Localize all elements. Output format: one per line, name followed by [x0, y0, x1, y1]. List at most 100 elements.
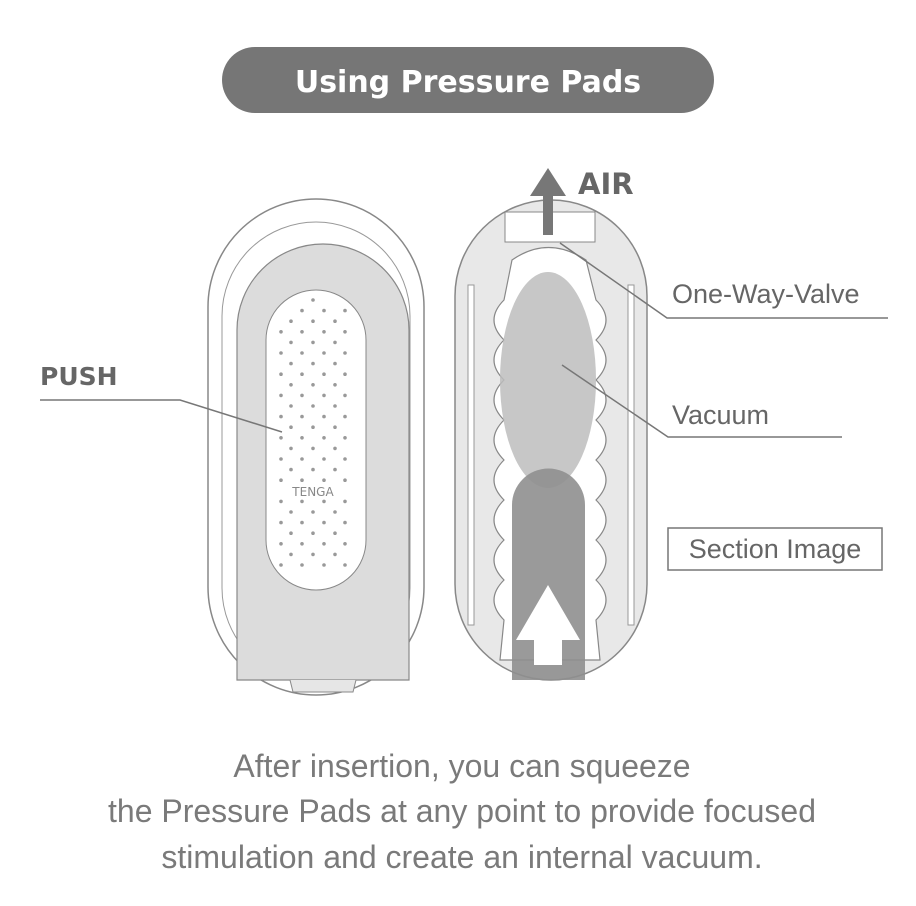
pad-dot [343, 393, 347, 398]
pad-dot [343, 478, 347, 483]
pad-dot [311, 319, 315, 324]
pad-dot [300, 436, 304, 440]
pad-dot [300, 520, 304, 525]
pad-dot [300, 542, 304, 546]
device-exterior: TENGA [207, 198, 425, 696]
pad-dot [300, 330, 304, 334]
pad-dot [322, 563, 326, 567]
pad-dot [289, 552, 293, 557]
pad-dot [279, 563, 283, 567]
pad-dot [343, 520, 347, 525]
valve-leader-line [559, 242, 888, 319]
pad-dot [279, 520, 283, 525]
pad-dot [322, 351, 326, 355]
pad-dot [279, 499, 283, 504]
pad-dot [289, 404, 293, 408]
pad-dot [333, 446, 337, 451]
pad-dot [333, 552, 337, 557]
push-label: PUSH [40, 362, 118, 391]
pad-dot [343, 457, 347, 461]
vacuum-label: Vacuum [672, 400, 769, 430]
pad-dot [343, 372, 347, 377]
caption-line-3: stimulation and create an internal vacuu… [161, 839, 762, 875]
pressure-pad-dots [279, 298, 347, 567]
pad-dot [279, 330, 283, 334]
pad-dot [333, 467, 337, 472]
pad-dot [322, 414, 326, 419]
pad-dot [333, 319, 337, 324]
pad-dot [300, 457, 304, 461]
pad-dot [311, 467, 315, 472]
pad-dot [333, 340, 337, 345]
pad-dot [322, 330, 326, 334]
vacuum-area [500, 272, 596, 488]
pad-dot [279, 478, 283, 483]
pad-dot [300, 499, 304, 504]
pad-dot [300, 478, 304, 483]
pad-dot [343, 414, 347, 419]
pad-dot [343, 351, 347, 355]
pad-dot [311, 510, 315, 514]
section-image-box [667, 527, 883, 571]
pad-dot [322, 542, 326, 546]
valve-label: One-Way-Valve [672, 279, 860, 309]
pad-dot [300, 351, 304, 355]
pad-dot [279, 457, 283, 461]
pad-dot [322, 499, 326, 504]
pad-dot [300, 308, 304, 313]
pad-dot [333, 531, 337, 535]
pad-dot [279, 372, 283, 377]
pad-dot [311, 446, 315, 451]
pad-dot [311, 531, 315, 535]
pad-dot [279, 393, 283, 398]
pad-dot [322, 436, 326, 440]
pad-dot [311, 340, 315, 345]
pad-dot [311, 552, 315, 557]
pad-dot [289, 319, 293, 324]
pad-dot [289, 340, 293, 345]
pad-dot [279, 414, 283, 419]
pad-dot [322, 457, 326, 461]
pad-dot [333, 510, 337, 514]
push-leader-line [40, 399, 283, 433]
pad-dot [289, 425, 293, 430]
pad-dot [300, 372, 304, 377]
pad-dot [289, 383, 293, 387]
pad-dot [333, 404, 337, 408]
caption-line-2: the Pressure Pads at any point to provid… [108, 793, 816, 829]
pad-dot [311, 425, 315, 430]
pad-dot [279, 542, 283, 546]
pad-dot [311, 404, 315, 408]
pad-dot [343, 542, 347, 546]
pad-dot [343, 563, 347, 567]
device-section [454, 199, 648, 681]
pad-dot [343, 436, 347, 440]
title: Using Pressure Pads [295, 65, 641, 100]
pad-dot [322, 308, 326, 313]
pad-dot [311, 298, 315, 302]
pad-dot [300, 393, 304, 398]
air-arrow-icon [530, 168, 566, 235]
pad-dot [333, 383, 337, 387]
pad-dot [311, 383, 315, 387]
air-label: AIR [578, 167, 634, 201]
pad-dot [289, 510, 293, 514]
pad-dot [343, 308, 347, 313]
insert-arrow-icon [516, 585, 580, 665]
pad-dot [279, 351, 283, 355]
pad-dot [289, 361, 293, 366]
section-image-label: Section Image [689, 534, 862, 564]
pad-dot [322, 478, 326, 483]
pad-dot [300, 414, 304, 419]
tenga-logo: TENGA [291, 485, 334, 499]
pad-dot [311, 361, 315, 366]
title-banner: Using Pressure Pads [222, 47, 714, 113]
pad-dot [333, 361, 337, 366]
pad-dot [289, 531, 293, 535]
pad-dot [333, 425, 337, 430]
pad-dot [343, 499, 347, 504]
pad-dot [322, 393, 326, 398]
pad-dot [300, 563, 304, 567]
pad-dot [322, 372, 326, 377]
